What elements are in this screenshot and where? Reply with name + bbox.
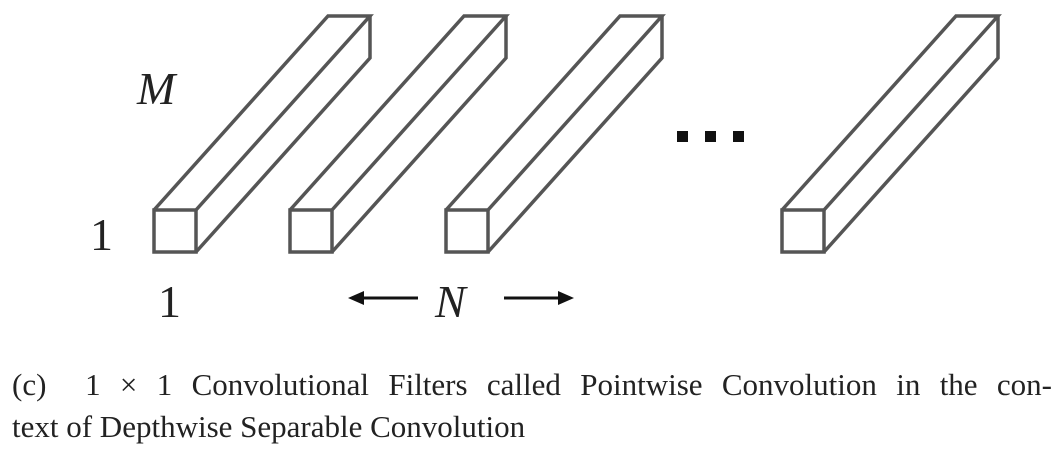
count-label: N	[434, 276, 468, 327]
left-arrow-head	[348, 291, 364, 305]
filter-3-side-edges	[486, 16, 664, 254]
filter-n	[780, 14, 1002, 254]
filter-n-front-face	[780, 208, 826, 254]
filter-1-top-edges	[152, 14, 374, 212]
filter-1	[152, 14, 374, 254]
caption-line-1: (c) 1 × 1 Convolutional Filters called P…	[12, 364, 1052, 406]
height-label: 1	[90, 209, 113, 260]
filter-1-side-edges	[194, 16, 372, 254]
right-arrow-head	[558, 291, 574, 305]
ellipsis-dot	[677, 131, 688, 142]
filter-2-top-edges	[288, 14, 510, 212]
width-label: 1	[158, 276, 181, 327]
ellipsis-dot	[733, 131, 744, 142]
pointwise-filters-diagram: M 1 1 N	[90, 14, 1002, 327]
filter-n-side-edges	[822, 16, 1000, 254]
filter-3-front-face	[444, 208, 490, 254]
filter-3-top-edges	[444, 14, 666, 212]
caption-tag: (c)	[12, 367, 47, 402]
filter-3	[444, 14, 666, 254]
ellipsis-dots	[677, 131, 744, 142]
filter-2-front-face	[288, 208, 334, 254]
filter-group	[152, 14, 1002, 254]
depth-label: M	[136, 63, 178, 114]
count-left-arrow	[348, 291, 418, 305]
filter-2-side-edges	[330, 16, 508, 254]
caption-line-2: text of Depthwise Separable Convolution	[12, 409, 526, 444]
caption-math: 1 × 1	[85, 367, 173, 402]
ellipsis-dot	[705, 131, 716, 142]
filter-2	[288, 14, 510, 254]
caption-line-1-text: Convolutional Filters called Pointwise C…	[191, 367, 1052, 402]
figure-caption: (c) 1 × 1 Convolutional Filters called P…	[12, 364, 1052, 448]
filter-1-front-face	[152, 208, 198, 254]
count-right-arrow	[504, 291, 574, 305]
filter-n-top-edges	[780, 14, 1002, 212]
